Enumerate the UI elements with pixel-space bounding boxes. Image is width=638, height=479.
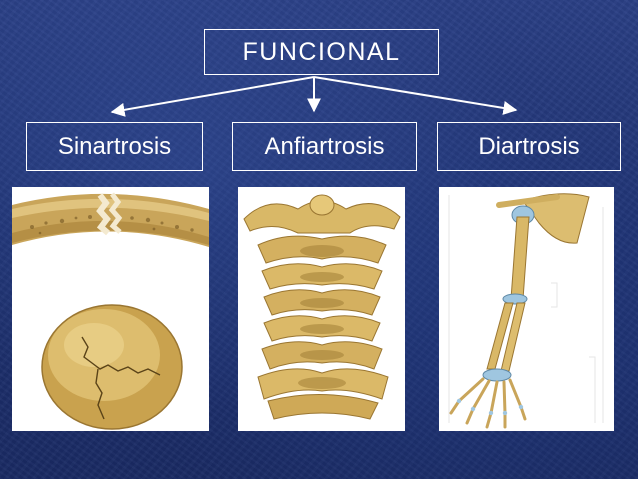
category-box-sinartrosis: Sinartrosis xyxy=(26,122,203,171)
title-text: FUNCIONAL xyxy=(242,37,401,66)
arrow-to-diartrosis xyxy=(313,76,518,115)
arrow-to-sinartrosis xyxy=(110,76,315,117)
vertebrae-image-panel xyxy=(238,187,405,431)
cervical-vertebrae-illustration xyxy=(243,194,401,420)
title-box: FUNCIONAL xyxy=(204,29,439,75)
category-box-anfiartrosis: Anfiartrosis xyxy=(232,122,417,171)
arm-bones-illustration xyxy=(448,193,604,429)
skull-sutures-illustration xyxy=(12,192,209,430)
category-label-sinartrosis: Sinartrosis xyxy=(57,132,172,160)
arm-image-panel xyxy=(439,187,614,431)
category-label-diartrosis: Diartrosis xyxy=(478,132,580,160)
skull-image-panel xyxy=(12,187,209,431)
category-label-anfiartrosis: Anfiartrosis xyxy=(264,132,385,160)
category-box-diartrosis: Diartrosis xyxy=(437,122,621,171)
